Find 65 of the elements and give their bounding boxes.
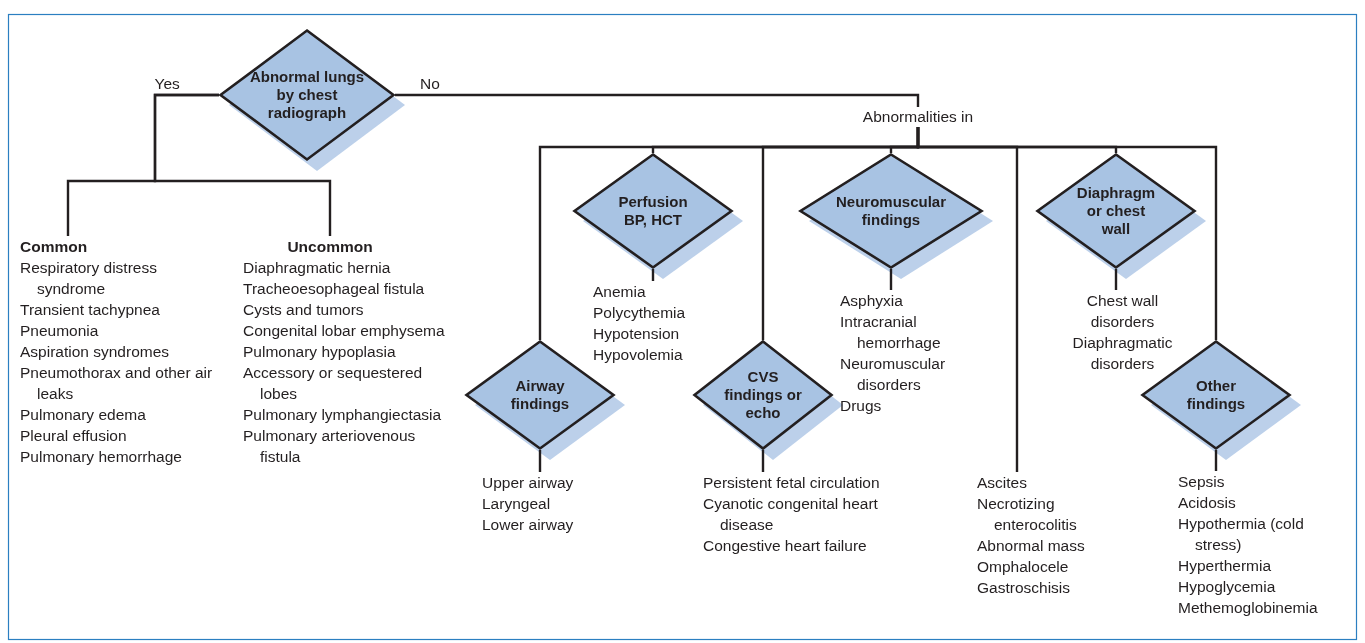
- finding-item: Abnormal mass: [977, 536, 1086, 556]
- decision-label: Abnormal lungs by chest radiograph: [248, 68, 366, 122]
- finding-item: Pulmonary lymphangiectasia: [243, 405, 443, 425]
- finding-item: Accessory or sequestered lobes: [243, 363, 424, 404]
- finding-item: Cysts and tumors: [243, 300, 365, 320]
- connector-line: [761, 450, 765, 472]
- decision-diamond: [573, 153, 743, 279]
- connector-line: [153, 93, 332, 236]
- decision-diamond: [1036, 153, 1206, 279]
- finding-item: Anemia: [593, 282, 647, 302]
- finding-item: Pulmonary edema: [20, 405, 147, 425]
- finding-item: Methemoglobinemia: [1178, 598, 1319, 618]
- decision-label: Perfusion BP, HCT: [617, 193, 689, 229]
- finding-item: Aspiration syndromes: [20, 342, 171, 362]
- finding-item: Diaphragmatic hernia: [243, 258, 392, 278]
- finding-item: Respiratory distress syndrome: [20, 258, 158, 299]
- finding-item: Pneumothorax and other air leaks: [20, 363, 214, 404]
- finding-item: Pneumonia: [20, 321, 100, 341]
- finding-item: Hypothermia (cold stress): [1178, 514, 1305, 555]
- connector-line: [395, 93, 920, 107]
- finding-item: Congestive heart failure: [703, 536, 868, 556]
- finding-item: Omphalocele: [977, 557, 1070, 577]
- decision-label: Other findings: [1185, 377, 1247, 413]
- finding-item: Intracranial hemorrhage: [840, 312, 942, 353]
- decision-diamond: [799, 153, 993, 279]
- finding-item: Persistent fetal circulation: [703, 473, 881, 493]
- finding-item: Pleural effusion: [20, 426, 128, 446]
- finding-item: Gastroschisis: [977, 578, 1072, 598]
- finding-item: Hypoglycemia: [1178, 577, 1277, 597]
- finding-item: Acidosis: [1178, 493, 1237, 513]
- finding-item: Cyanotic congenital heart disease: [703, 494, 879, 535]
- finding-item: Necrotizing enterocolitis: [977, 494, 1078, 535]
- finding-item: Pulmonary hemorrhage: [20, 447, 183, 467]
- finding-item: Transient tachypnea: [20, 300, 161, 320]
- finding-item: Pulmonary arteriovenous fistula: [243, 426, 417, 467]
- decision-diamond: [219, 29, 405, 171]
- decision-diamond: [693, 340, 843, 460]
- connector-line: [916, 127, 1218, 340]
- finding-item: Laryngeal: [482, 494, 552, 514]
- decision-label: Airway findings: [509, 377, 571, 413]
- list-heading: Uncommon: [286, 237, 374, 257]
- decision-label: Neuromuscular findings: [834, 193, 947, 229]
- finding-item: Congenital lobar emphysema: [243, 321, 446, 341]
- finding-item: Pulmonary hypoplasia: [243, 342, 397, 362]
- list-heading: Common: [20, 237, 89, 257]
- finding-item: Sepsis: [1178, 472, 1226, 492]
- finding-item: Lower airway: [482, 515, 575, 535]
- decision-label: Diaphragm or chest wall: [1075, 184, 1157, 238]
- finding-item: Hyperthermia: [1178, 556, 1273, 576]
- finding-item: Ascites: [977, 473, 1028, 493]
- connector-line: [1114, 269, 1118, 290]
- finding-item: Polycythemia: [593, 303, 687, 323]
- finding-item: Hypotension: [593, 324, 681, 344]
- finding-item: Neuromuscular disorders: [840, 354, 947, 395]
- finding-item: Upper airway: [482, 473, 575, 493]
- finding-item: Drugs: [840, 396, 883, 416]
- finding-item: Hypovolemia: [593, 345, 684, 365]
- connector-line: [889, 269, 893, 290]
- finding-item: Chest wall disorders: [1085, 291, 1160, 332]
- finding-item: Diaphragmatic disorders: [1071, 333, 1174, 374]
- finding-item: Asphyxia: [840, 291, 904, 311]
- connector-line: [538, 450, 542, 472]
- decision-label: CVS findings or echo: [723, 368, 803, 422]
- connector-line: [1214, 450, 1218, 471]
- finding-item: Tracheoesophageal fistula: [243, 279, 426, 299]
